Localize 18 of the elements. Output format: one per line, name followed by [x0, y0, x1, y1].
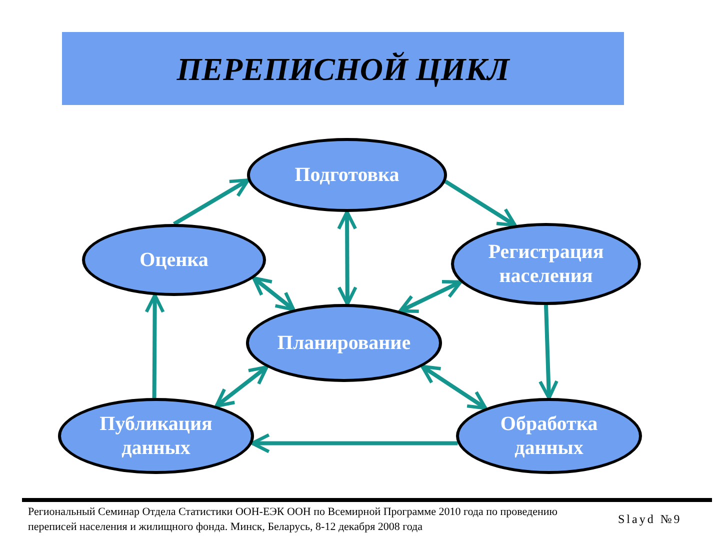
node-label: Планирование — [276, 331, 412, 355]
arrow — [172, 178, 250, 226]
node-label: Регистрация населения — [487, 240, 605, 288]
slide-number: Slayd №9 — [618, 511, 682, 528]
arrow — [538, 304, 558, 400]
node-label: Подготовка — [294, 163, 400, 187]
arrow — [250, 433, 458, 454]
node-label: Обработка данных — [499, 412, 599, 460]
title: ПЕРЕПИСНОЙ ЦИКЛ — [176, 50, 510, 89]
arrow — [252, 276, 296, 312]
arrow — [144, 294, 165, 398]
node-label: Публикация данных — [98, 412, 214, 460]
arrow — [420, 364, 488, 410]
footer-note: Региональный Семинар Отдела Статистики ООН-ЕЭК ООН по Всемирной Программе 2010 года по проведению переписей населения и жилищного фонда. Минск, Беларусь, 8-12 декабря 2008 года — [28, 505, 558, 535]
node-label: Оценка — [138, 248, 210, 272]
arrow — [214, 365, 268, 408]
arrow — [337, 210, 358, 306]
arrow — [398, 280, 462, 313]
